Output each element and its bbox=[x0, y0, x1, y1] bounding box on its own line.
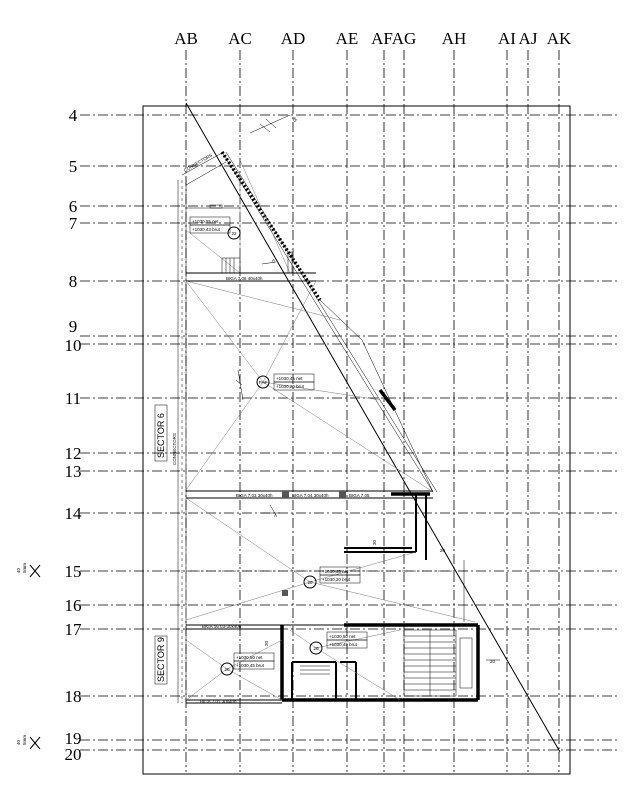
row-label-7: 7 bbox=[69, 214, 78, 233]
row-label-10: 10 bbox=[65, 336, 82, 355]
beam-7-06: BIGA 7.06 40x40h bbox=[226, 276, 263, 281]
column-label-ak: AK bbox=[547, 29, 572, 48]
upper-room bbox=[185, 159, 316, 282]
svg-text:+1030,45 net: +1030,45 net bbox=[276, 376, 303, 381]
row-label-15: 15 bbox=[65, 562, 82, 581]
dim-35-label: 35 bbox=[291, 116, 298, 123]
level-tag-20-left: 20 +1030,50 net +1030,45 brut bbox=[220, 652, 275, 676]
section-mark-middle: A bbox=[274, 513, 277, 518]
row-label-8: 8 bbox=[69, 272, 78, 291]
svg-text:5mm: 5mm bbox=[22, 735, 27, 745]
beam-7-01: BIGA 7.01 30x40h bbox=[200, 699, 237, 704]
section-mark-top: 35 bbox=[249, 114, 298, 134]
level-tag-20-right: 20 +1030,50 net +1030,45 brut bbox=[309, 631, 368, 655]
svg-text:40: 40 bbox=[16, 739, 21, 745]
svg-text:20: 20 bbox=[224, 667, 230, 672]
svg-text:+1030,55 net: +1030,55 net bbox=[192, 219, 219, 224]
beam-7-05: BIGA 7.05 bbox=[349, 493, 370, 498]
row-label-13: 13 bbox=[65, 462, 82, 481]
left-wall bbox=[177, 180, 187, 703]
column-label-ai: AI bbox=[498, 29, 516, 48]
row-label-11: 11 bbox=[65, 389, 81, 408]
open-area-lines bbox=[185, 280, 431, 491]
svg-text:SECTOR 9: SECTOR 9 bbox=[156, 637, 166, 682]
svg-text:PAF: PAF bbox=[259, 380, 268, 385]
column-label-ac: AC bbox=[228, 29, 252, 48]
row-label-16: 16 bbox=[65, 596, 82, 615]
column-label-ae: AE bbox=[336, 29, 359, 48]
svg-text:+1030,43 brut: +1030,43 brut bbox=[192, 227, 221, 232]
row-label-12: 12 bbox=[65, 444, 82, 463]
svg-text:+1030,45 net: +1030,45 net bbox=[322, 569, 349, 574]
row-label-19: 19 bbox=[65, 729, 82, 748]
svg-text:+1030,20 brut: +1030,20 brut bbox=[276, 384, 305, 389]
sector-6-label: SECTOR 6 CONNECTORS bbox=[154, 404, 177, 465]
column-labels: AB AC AD AE AF AG AH AI AJ AK bbox=[174, 29, 572, 48]
beam-16-03: BIGA 16.03-30x40h bbox=[202, 624, 242, 629]
column-label-ab: AB bbox=[174, 29, 198, 48]
paf-marker: PAF +1030,45 net +1030,20 brut bbox=[256, 373, 315, 391]
svg-text:20: 20 bbox=[313, 646, 319, 651]
svg-text:+1030,50 net: +1030,50 net bbox=[236, 655, 263, 660]
marker-22: 22 bbox=[231, 231, 237, 236]
sector-9-label: SECTOR 9 bbox=[154, 635, 168, 685]
row-label-4: 4 bbox=[69, 106, 78, 125]
connectors-top-label: CONNECTORS bbox=[183, 153, 213, 173]
middle-area-lines bbox=[185, 497, 476, 623]
svg-text:+1030,20 brut: +1030,20 brut bbox=[322, 577, 351, 582]
column-label-ad: AD bbox=[281, 29, 306, 48]
row-label-20: 20 bbox=[65, 745, 82, 764]
diagonal-facade bbox=[185, 102, 561, 753]
beam-7-04: BIGA 7.04 30x40h bbox=[292, 493, 329, 498]
level-tag-20-middle: 20 +1030,45 net +1030,20 brut bbox=[303, 566, 361, 589]
connectors-side-label: CONNECTORS bbox=[172, 433, 177, 465]
cut-marks: 40 5mm 40 5mm bbox=[16, 563, 41, 750]
section-mark-upper: A bbox=[272, 258, 275, 263]
row-labels: 4 5 6 7 8 9 10 11 12 13 14 15 16 17 18 1… bbox=[65, 106, 83, 764]
row-label-5: 5 bbox=[69, 157, 78, 176]
svg-text:+1030,50 net: +1030,50 net bbox=[329, 634, 356, 639]
row-gridlines bbox=[80, 114, 620, 751]
row-label-9: 9 bbox=[69, 317, 78, 336]
level-tag-22: +1030,55 net +1030,43 brut 22 bbox=[189, 216, 241, 240]
svg-text:40: 40 bbox=[16, 567, 21, 573]
dim-30-label: 30 bbox=[372, 539, 377, 545]
row-label-18: 18 bbox=[65, 687, 82, 706]
beam-band-middle bbox=[186, 490, 433, 560]
svg-text:+1030,45 brut: +1030,45 brut bbox=[236, 663, 265, 668]
svg-text:20: 20 bbox=[307, 580, 313, 585]
beam-7-03: BIGA 7.03 30x40h bbox=[236, 493, 273, 498]
svg-text:5mm: 5mm bbox=[22, 563, 27, 573]
lower-block bbox=[185, 623, 480, 704]
sheet-frame bbox=[142, 105, 571, 775]
row-label-6: 6 bbox=[69, 197, 78, 216]
dim-20-label-lower: 20 bbox=[264, 640, 269, 646]
row-label-17: 17 bbox=[65, 620, 83, 639]
dim-20-label-mid: 20 bbox=[440, 548, 446, 553]
column-label-aj: AJ bbox=[519, 29, 538, 48]
stair-block bbox=[403, 629, 500, 697]
dim-20-label-right: 20 bbox=[490, 659, 496, 664]
svg-text:+1030,45 brut: +1030,45 brut bbox=[329, 642, 358, 647]
column-label-ag: AG bbox=[392, 29, 417, 48]
svg-text:SECTOR 6: SECTOR 6 bbox=[156, 413, 166, 458]
column-label-ah: AH bbox=[442, 29, 467, 48]
row-label-14: 14 bbox=[65, 504, 83, 523]
column-label-af: AF bbox=[371, 29, 393, 48]
